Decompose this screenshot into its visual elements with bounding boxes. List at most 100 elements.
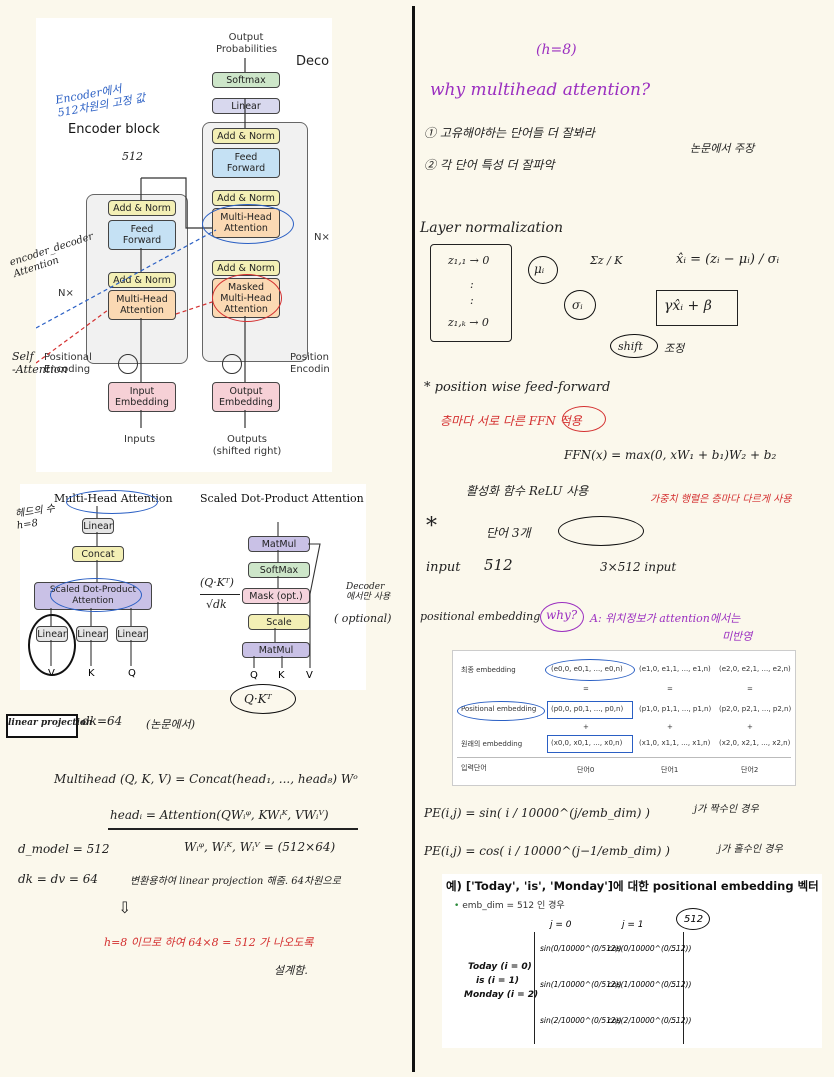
row-label-original: 원래의 embedding <box>461 740 523 748</box>
encoder-feed-forward: Feed Forward <box>108 220 176 250</box>
pos-cell-box <box>547 701 633 719</box>
sdpa-highlight <box>50 578 142 612</box>
sdpa-softmax: SoftMax <box>248 562 310 578</box>
today-label: Today (i = 0) <box>468 962 532 972</box>
plus-cell-2: + <box>747 723 753 731</box>
pe-sin-note: j가 짝수인 경우 <box>694 804 759 815</box>
encoder-block-label: Encoder block <box>68 122 160 137</box>
plus-cell-1: + <box>667 723 673 731</box>
j0-label: j = 0 <box>550 920 572 930</box>
row-label-input: 입력단어 <box>461 764 487 772</box>
word-count-circle <box>558 516 644 546</box>
word-cell-2: 단어2 <box>741 766 759 774</box>
orig-cell-box <box>547 735 633 753</box>
input-embedding-box: Input Embedding <box>108 382 176 412</box>
mean-formula: Σz / K <box>590 254 623 267</box>
h8-top: (h=8) <box>536 42 577 58</box>
eq-head: headᵢ = Attention(QWᵢᵠ, KWᵢᴷ, VWᵢⱽ) <box>110 808 329 822</box>
decoder-mask-note: Decoder 에서만 사용 <box>346 582 391 602</box>
example-title: 예) ['Today', 'is', 'Monday']에 대한 positio… <box>446 879 819 893</box>
mha-q-label: Q <box>128 668 136 679</box>
orig-cell-1: (x1,0, x1,1, ..., x1,n) <box>639 739 711 747</box>
dk-note: dk=64 <box>82 714 123 728</box>
is-label: is (i = 1) <box>476 976 519 986</box>
star-mark: * <box>426 514 437 539</box>
pe-reason-2: 미반영 <box>722 630 753 643</box>
pe-wave-right <box>222 354 242 374</box>
linear-proj-note: 변환용하여 linear projection 해줌. 64차원으로 <box>130 876 341 887</box>
decoder-nx: N× <box>314 232 330 243</box>
affine-box <box>656 290 738 326</box>
final-cell-2: (e2,0, e2,1, ..., e2,n) <box>719 665 791 673</box>
word-cell-1: 단어1 <box>661 766 679 774</box>
word-cell-0: 단어0 <box>577 766 595 774</box>
affine-note: 조정 <box>664 342 685 355</box>
encoder-nx: N× <box>58 288 74 299</box>
pe-reason: A: 위치정보가 attention에서는 <box>590 612 741 625</box>
m22: ... <box>670 1016 678 1025</box>
pe-example-box: 예) ['Today', 'is', 'Monday']에 대한 positio… <box>442 874 822 1048</box>
ln-row-2: : <box>470 278 474 291</box>
weights-note: 가중치 행렬은 층마다 다르게 사용 <box>650 494 792 505</box>
positional-encoding-left: Positional Encoding <box>44 352 92 375</box>
layer-norm-heading: Layer normalization <box>420 220 563 236</box>
pwffn-heading: * position wise feed-forward <box>424 380 611 395</box>
m10: sin(1/10000^(0/512)) <box>540 980 622 989</box>
sqrt-dk: √dk <box>206 598 227 611</box>
linear-projection-text: linear projection <box>8 718 93 728</box>
optional-note: ( optional) <box>334 612 392 625</box>
sdpa-q-label: Q <box>250 670 258 681</box>
m01: cos(0/10000^(0/512)) <box>608 944 692 953</box>
m21: cos(2/10000^(0/512)) <box>608 1016 692 1025</box>
reason-2: ② 각 단어 특성 더 잘파악 <box>424 158 555 172</box>
ffn-formula: FFN(x) = max(0, xW₁ + b₁)W₂ + b₂ <box>564 448 777 462</box>
decoder-add-norm-1: Add & Norm <box>212 128 280 144</box>
eq-multihead: Multihead (Q, K, V) = Concat(head₁, ...,… <box>54 772 358 786</box>
shift-circle <box>610 334 658 358</box>
self-attention-note: Self -Attention <box>12 350 68 376</box>
paper-note: (논문에서) <box>146 718 196 731</box>
input-512: 512 <box>484 556 513 574</box>
masked-attention-highlight <box>212 274 282 322</box>
mha-concat: Concat <box>72 546 124 562</box>
ffn-applied-note: 층마다 서로 다른 FFN 적용 <box>440 414 582 428</box>
m00: sin(0/10000^(0/512)) <box>540 944 622 953</box>
sdpa-title: Scaled Dot-Product Attention <box>200 492 364 505</box>
num-512-note: 512 <box>122 150 143 163</box>
pe-why-circle <box>540 602 584 632</box>
ln-row-3: : <box>470 294 474 307</box>
dk-dv-note: dk = dv = 64 <box>18 872 99 886</box>
m20: sin(2/10000^(0/512)) <box>540 1016 622 1025</box>
pe-sin-formula: PE(i,j) = sin( i / 10000^(j/emb_dim) ) <box>424 806 650 820</box>
sdpa-matmul-top: MatMul <box>248 536 310 552</box>
reason-1: ① 고유해야하는 단어들 더 잘봐라 <box>424 126 595 140</box>
outputs-label: Outputs (shifted right) <box>212 434 282 457</box>
decoder-feed-forward: Feed Forward <box>212 148 280 178</box>
encoder-multi-head-attention: Multi-Head Attention <box>108 290 176 320</box>
j1-label: j = 1 <box>622 920 644 930</box>
transformer-figure: Output Probabilities Deco Softmax Linear… <box>36 18 332 472</box>
h8-note: h=8 이므로 하여 64×8 = 512 가 나오도록 <box>104 936 314 949</box>
decoder-linear-box: Linear <box>212 98 280 114</box>
pe-cos-formula: PE(i,j) = cos( i / 10000^(j−1/emb_dim) ) <box>424 844 670 858</box>
ffn-circle <box>562 406 606 432</box>
transformer-connectors <box>36 58 246 428</box>
page-divider <box>412 6 415 1072</box>
embedding-table: 최종 embedding (e0,0, e0,1, ..., e0,n) (e1… <box>452 650 796 786</box>
h8-note-2: 설계함. <box>274 964 308 977</box>
eq-head-underline <box>108 828 358 830</box>
sdpa-matmul-bottom: MatMul <box>242 642 310 658</box>
sdpa-k-label: K <box>278 670 285 681</box>
ln-row-4: z₁,ₖ → 0 <box>448 316 489 329</box>
pos-cell-2: (p2,0, p2,1, ..., p2,n) <box>719 705 792 713</box>
linear-scribble <box>28 614 76 676</box>
why-mha-heading: why multihead attention? <box>430 80 651 100</box>
table-divider <box>457 757 791 758</box>
mha-k-label: K <box>88 668 95 679</box>
d-model-note: d_model = 512 <box>18 842 110 856</box>
w-dims-note: Wᵢᵠ, Wᵢᴷ, Wᵢⱽ = (512×64) <box>184 840 336 854</box>
inputs-label: Inputs <box>124 434 156 445</box>
encoder-add-norm-top: Add & Norm <box>108 200 176 216</box>
encoder-add-norm-bottom: Add & Norm <box>108 272 176 288</box>
mha-linear-q: Linear <box>116 626 148 642</box>
